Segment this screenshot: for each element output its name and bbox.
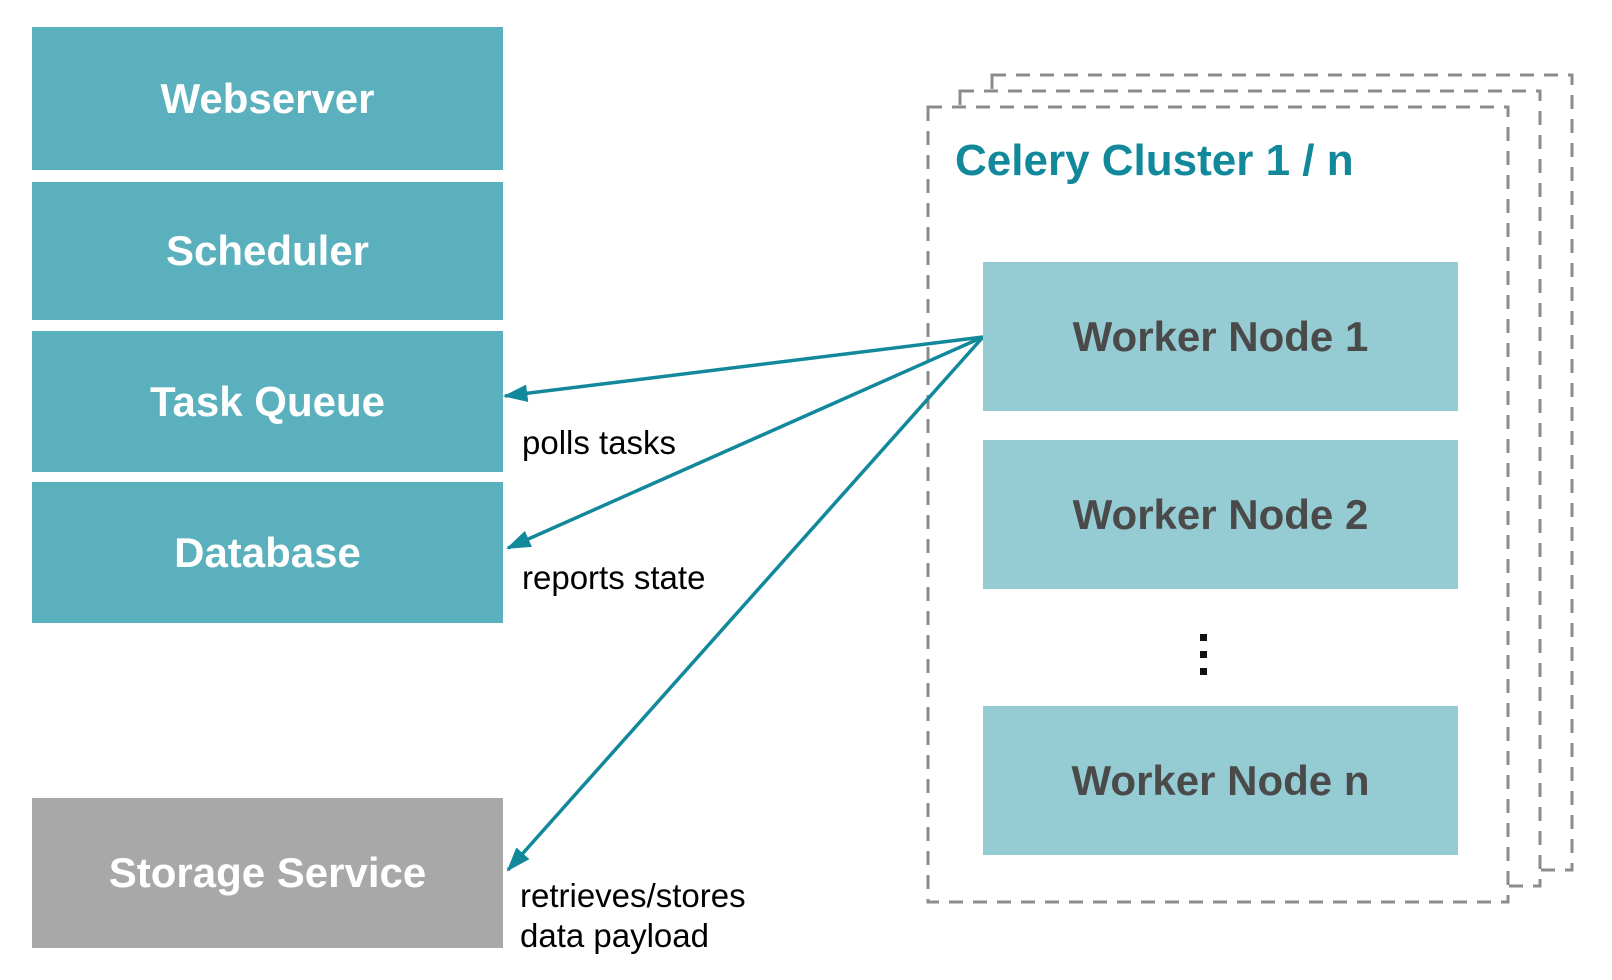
node-scheduler: Scheduler — [32, 182, 503, 320]
ellipsis-dot — [1200, 668, 1207, 675]
node-webserver-label: Webserver — [160, 74, 375, 122]
node-task-queue: Task Queue — [32, 331, 503, 472]
edge-label-retrieves-stores-line2: data payload — [520, 917, 709, 955]
worker-node-1: Worker Node 1 — [983, 262, 1458, 411]
worker-node-n: Worker Node n — [983, 706, 1458, 855]
node-task-queue-label: Task Queue — [150, 377, 385, 425]
worker-node-2: Worker Node 2 — [983, 440, 1458, 589]
node-database-label: Database — [174, 528, 361, 576]
worker-node-n-label: Worker Node n — [1071, 756, 1370, 804]
worker-node-2-label: Worker Node 2 — [1072, 490, 1369, 538]
node-database: Database — [32, 482, 503, 623]
node-storage-service: Storage Service — [32, 798, 503, 948]
cluster-title: Celery Cluster 1 / n — [955, 136, 1354, 185]
arrow-retrieves-stores — [506, 335, 985, 872]
edge-label-retrieves-stores: retrieves/stores data payload — [520, 876, 746, 957]
node-webserver: Webserver — [32, 27, 503, 170]
edge-label-polls-tasks: polls tasks — [522, 424, 677, 461]
ellipsis-dot — [1200, 634, 1207, 641]
worker-node-1-label: Worker Node 1 — [1072, 312, 1369, 360]
edge-label-retrieves-stores-line1: retrieves/stores — [520, 877, 746, 914]
ellipsis-dot — [1200, 651, 1207, 658]
arrow-reports-state — [506, 335, 984, 550]
arrow-polls-tasks — [502, 335, 984, 402]
vertical-ellipsis-dots — [1200, 634, 1207, 675]
edge-label-reports-state: reports state — [522, 559, 706, 596]
node-storage-service-label: Storage Service — [108, 849, 427, 896]
node-scheduler-label: Scheduler — [165, 227, 370, 274]
